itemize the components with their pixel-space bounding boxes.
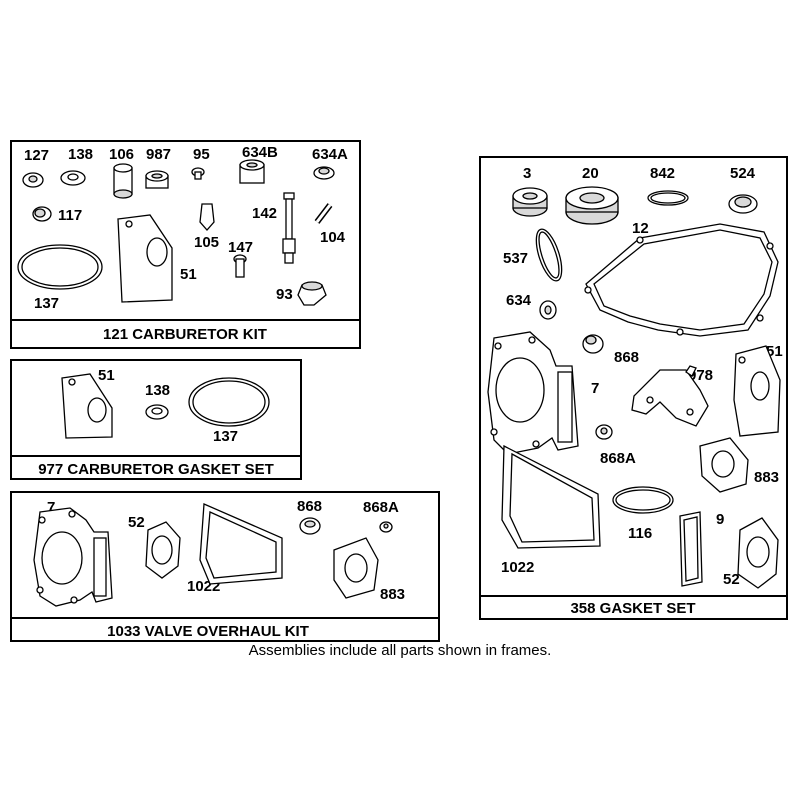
part-label: 106 — [109, 146, 134, 163]
valve-overhaul-kit-frame: 1033 VALVE OVERHAUL KIT 7 52 868 868A 10… — [10, 491, 440, 642]
o-ring-part — [17, 244, 103, 290]
part-label: 142 — [252, 205, 277, 222]
exhaust-gasket-part — [333, 537, 379, 599]
part-label: 537 — [503, 250, 528, 267]
part-label: 7 — [47, 499, 55, 516]
carburetor-gasket-plate-part — [733, 345, 781, 437]
part-label: 634B — [242, 144, 278, 161]
seal-634b-part — [239, 159, 265, 184]
part-label: 868 — [614, 349, 639, 366]
oil-seal-large-part — [565, 186, 619, 225]
oil-seal-small-part — [512, 187, 548, 217]
part-label: 105 — [194, 234, 219, 251]
fitting-part — [32, 206, 52, 222]
part-label: 3 — [523, 165, 531, 182]
valve-washer-part — [595, 424, 613, 440]
part-label: 147 — [228, 239, 253, 256]
valve-overhaul-kit-title: 1033 VALVE OVERHAUL KIT — [107, 623, 309, 640]
idle-screw-part — [233, 254, 247, 278]
part-label: 883 — [380, 586, 405, 603]
part-label: 127 — [24, 147, 49, 164]
part-label: 137 — [34, 295, 59, 312]
valve-cover-gasket-part — [501, 444, 601, 549]
bushing-part — [113, 163, 133, 199]
part-label: 883 — [754, 469, 779, 486]
gasket-set-title: 358 GASKET SET — [570, 600, 695, 617]
carburetor-kit-title: 121 CARBURETOR KIT — [103, 326, 267, 343]
part-label: 634 — [506, 292, 532, 309]
part-label: 117 — [58, 207, 82, 224]
part-label: 52 — [723, 571, 740, 588]
carburetor-gasket-set-title: 977 CARBURETOR GASKET SET — [38, 461, 274, 478]
carburetor-gasket-plate-part — [61, 373, 113, 439]
part-label: 116 — [628, 525, 652, 542]
grommet-part — [22, 172, 44, 188]
o-ring-537-part — [535, 228, 563, 282]
pin-part — [314, 203, 333, 224]
part-label: 138 — [145, 382, 170, 399]
intake-gasket-part — [737, 517, 779, 589]
crankcase-gasket-part — [584, 223, 779, 337]
needle-valve-part — [199, 203, 215, 231]
part-label: 51 — [98, 367, 115, 384]
part-label: 524 — [730, 165, 756, 182]
assembly-caption: Assemblies include all parts shown in fr… — [248, 642, 552, 659]
bowl-nut-part — [297, 281, 327, 306]
bracket-part — [631, 365, 709, 427]
carburetor-gasket-set-frame: 977 CARBURETOR GASKET SET 51 138 137 — [10, 359, 302, 480]
o-ring-116-part — [612, 486, 674, 514]
ring-part — [647, 190, 689, 206]
part-label: 51 — [180, 266, 197, 283]
part-label: 842 — [650, 165, 675, 182]
part-label: 868A — [600, 450, 636, 467]
washer-part — [145, 404, 169, 420]
part-label: 7 — [591, 380, 599, 397]
head-gasket-part — [33, 507, 113, 607]
part-label: 104 — [320, 229, 346, 246]
valve-seal-part — [582, 334, 604, 354]
part-label: 138 — [68, 146, 93, 163]
seal-634-part — [539, 300, 557, 320]
part-label: 9 — [716, 511, 724, 528]
valve-seal-part — [299, 517, 321, 535]
intake-gasket-part — [145, 521, 181, 579]
part-label: 634A — [312, 146, 348, 163]
carburetor-kit-frame: 121 CARBURETOR KIT 127 138 106 987 95 63… — [10, 140, 361, 349]
part-label: 52 — [128, 514, 145, 531]
part-label: 868A — [363, 499, 399, 516]
seal-part — [145, 170, 169, 189]
exhaust-gasket-part — [699, 437, 749, 493]
part-label: 20 — [582, 165, 599, 182]
carburetor-gasket-plate-part — [117, 214, 173, 303]
head-gasket-part — [487, 331, 579, 455]
drain-plug-part — [728, 194, 758, 214]
gasket-set-frame: 358 GASKET SET 3 20 842 524 12 537 634 8… — [479, 156, 788, 620]
part-label: 12 — [632, 220, 649, 237]
part-label: 1022 — [501, 559, 534, 576]
part-label: 95 — [193, 146, 210, 163]
seal-634a-part — [313, 166, 335, 180]
breather-gasket-part — [679, 511, 703, 587]
part-label: 868 — [297, 498, 322, 515]
screw-part — [191, 167, 205, 180]
o-ring-part — [188, 377, 270, 427]
part-label: 93 — [276, 286, 293, 303]
valve-cover-gasket-part — [199, 503, 283, 585]
part-label: 987 — [146, 146, 171, 163]
valve-washer-part — [379, 521, 393, 533]
part-label: 137 — [213, 428, 238, 445]
main-jet-part — [282, 192, 296, 264]
washer-part — [60, 170, 86, 186]
